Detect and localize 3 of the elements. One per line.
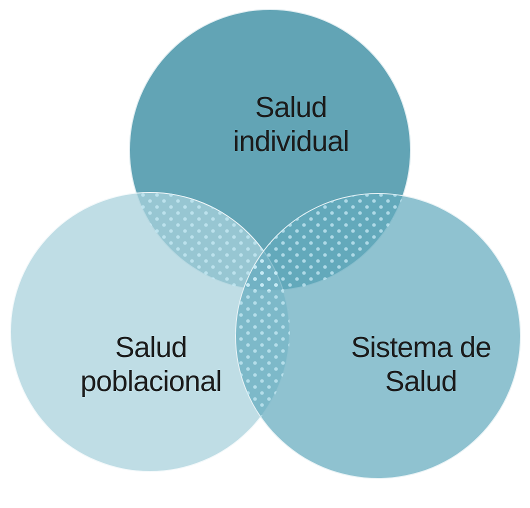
circle-label: Sistema de Salud	[350, 331, 492, 399]
circle-label: Salud individual	[232, 91, 350, 159]
circle-label: Salud poblacional	[79, 331, 223, 399]
